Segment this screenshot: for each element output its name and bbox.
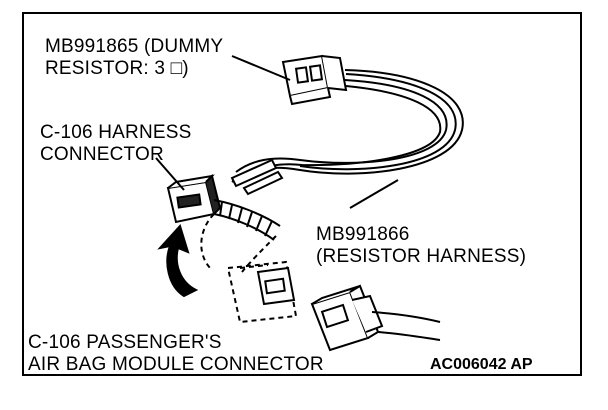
module-connector-body xyxy=(310,284,384,352)
dummy-resistor-label-line2: RESISTOR: 3 □) xyxy=(45,58,189,79)
module-connector-label: C-106 PASSENGER'S AIR BAG MODULE CONNECT… xyxy=(28,332,324,376)
module-connector-label-line1: C-106 PASSENGER'S xyxy=(28,332,222,353)
figure-frame xyxy=(22,12,582,376)
move-arrow xyxy=(157,224,199,298)
harness-connector-label-line2: CONNECTOR xyxy=(40,144,164,165)
dashed-connector-solid-face xyxy=(256,266,296,306)
resistor-harness-label-line2: (RESISTOR HARNESS) xyxy=(316,246,527,267)
dummy-resistor-plug xyxy=(281,54,348,106)
harness-pins xyxy=(230,158,284,196)
module-harness-cable xyxy=(371,311,441,341)
original-position-dashed xyxy=(200,213,298,324)
harness-tube xyxy=(213,199,281,241)
figure-code: AC006042 AP xyxy=(430,356,533,373)
resistor-harness-label: MB991866 (RESISTOR HARNESS) xyxy=(316,224,526,268)
harness-connector-label: C-106 HARNESS CONNECTOR xyxy=(40,122,191,166)
resistor-harness-label-line1: MB991866 xyxy=(316,224,410,245)
module-connector-label-line2: AIR BAG MODULE CONNECTOR xyxy=(28,354,324,375)
dummy-resistor-label: MB991865 (DUMMY RESISTOR: 3 □) xyxy=(45,36,223,80)
dummy-resistor-label-line1: MB991865 (DUMMY xyxy=(45,36,224,57)
harness-connector-label-line1: C-106 HARNESS xyxy=(40,122,192,143)
leader-lines xyxy=(155,55,399,209)
